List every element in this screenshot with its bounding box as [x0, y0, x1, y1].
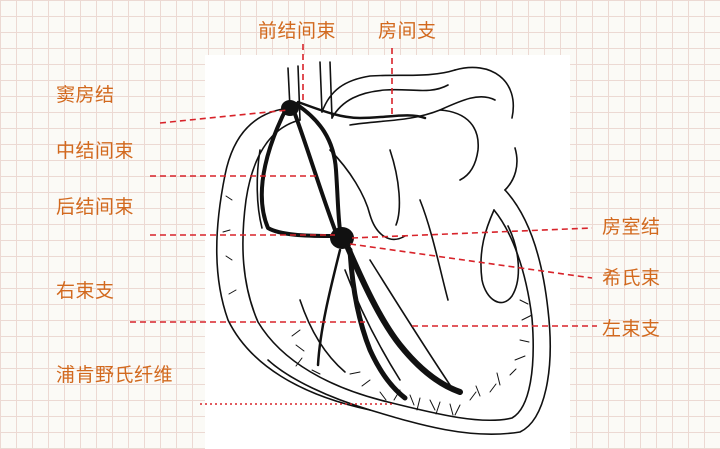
label-av-node: 房室结: [602, 216, 661, 238]
label-posterior-internodal: 后结间束: [56, 196, 135, 218]
nodes: [281, 100, 354, 249]
leader-his-bundle: [349, 243, 593, 279]
label-purkinje-fibers: 浦肯野氏纤维: [56, 364, 174, 386]
heart-outline: [216, 61, 551, 435]
label-his-bundle: 希氏束: [602, 267, 661, 289]
label-right-bundle-branch: 右束支: [56, 280, 115, 302]
sa-node-mark: [281, 100, 299, 116]
av-node-mark: [330, 227, 354, 249]
leader-lines: [130, 44, 597, 327]
purkinje-fiber-network: [222, 195, 533, 416]
label-middle-internodal: 中结间束: [56, 140, 135, 162]
label-sa-node: 窦房结: [56, 84, 115, 106]
label-anterior-internodal: 前结间束: [258, 20, 337, 42]
leader-sa-node: [159, 109, 289, 124]
label-atrial-branch: 房间支: [378, 20, 437, 42]
label-left-bundle-branch: 左束支: [602, 318, 661, 340]
leader-av-node: [351, 227, 593, 239]
